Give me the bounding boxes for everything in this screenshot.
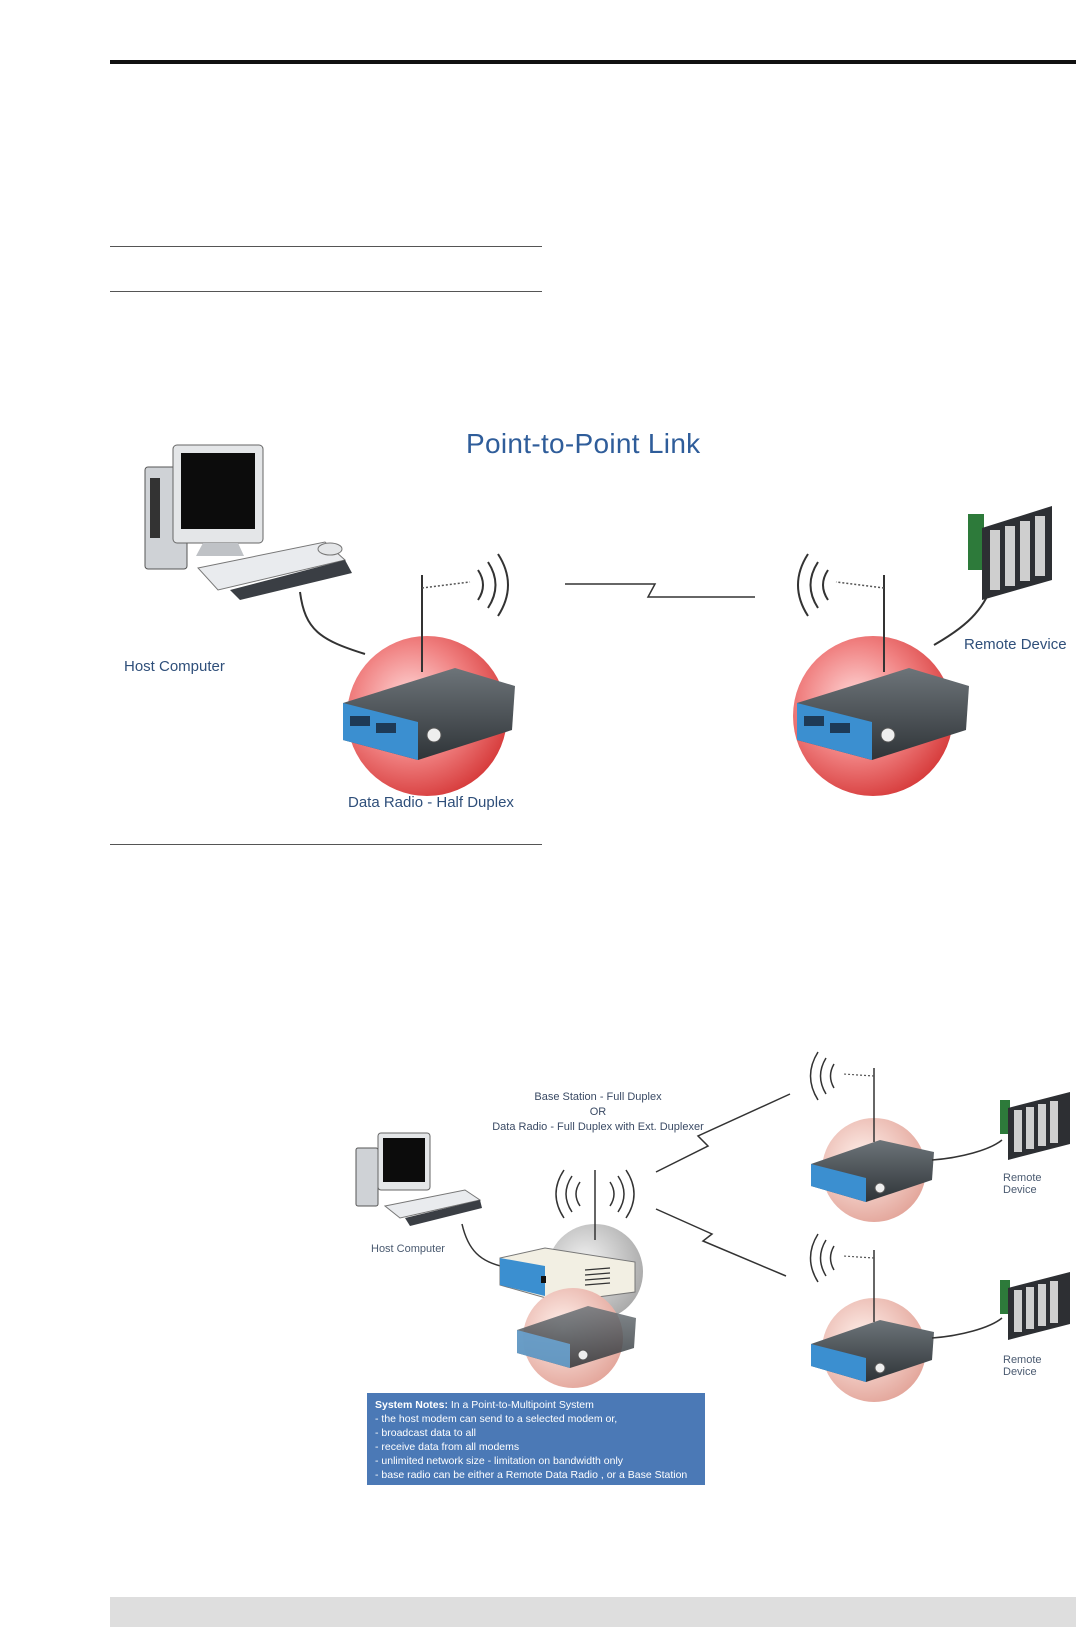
notes-item: - the host modem can send to a selected … (375, 1413, 618, 1425)
notes-intro: In a Point-to-Multipoint System (447, 1399, 594, 1411)
wireless-link-icon-3 (655, 1208, 787, 1277)
remote-radio-icon (793, 553, 991, 796)
base-label-line-3: Data Radio - Full Duplex with Ext. Duple… (492, 1121, 704, 1133)
remote-radio-icon-3 (809, 1233, 1003, 1402)
remote-device-label: Remote Device (964, 636, 1067, 653)
footer-bar (110, 1597, 1076, 1627)
base-station-label: Base Station - Full Duplex OR Data Radio… (482, 1090, 714, 1135)
notes-title: System Notes: (375, 1399, 448, 1411)
remote-device-icon-2 (1000, 1092, 1070, 1160)
host-computer-label-2: Host Computer (371, 1243, 445, 1255)
diagram-title: Point-to-Point Link (466, 428, 701, 459)
section-rule-top (110, 246, 542, 247)
remote-device-icon-3 (1000, 1272, 1070, 1340)
header-rule (110, 60, 1076, 64)
notes-item: - broadcast data to all (375, 1427, 476, 1439)
remote-device-label-2: Remote Device (1003, 1172, 1042, 1196)
base-radio-icon (517, 1288, 636, 1388)
notes-item: - receive data from all modems (375, 1441, 520, 1453)
radio-label: Data Radio - Half Duplex (348, 794, 514, 811)
base-label-line-2: OR (589, 1106, 607, 1118)
wireless-link-icon (565, 583, 755, 598)
base-label-line-1: Base Station - Full Duplex (534, 1091, 662, 1103)
notes-item: - unlimited network size - limitation on… (375, 1455, 624, 1467)
remote-device-icon (968, 506, 1052, 600)
notes-item: - base radio can be either a Remote Data… (375, 1469, 688, 1481)
remote-radio-icon-2 (809, 1051, 1003, 1222)
system-notes-box: System Notes: In a Point-to-Multipoint S… (367, 1393, 705, 1485)
host-computer-icon-2 (355, 1132, 506, 1268)
notes-heading: System Notes: In a Point-to-Multipoint S… (375, 1398, 697, 1412)
section-rule-bottom (110, 291, 542, 292)
remote-device-label-3: Remote Device (1003, 1354, 1042, 1378)
figure-rule (110, 844, 542, 845)
host-radio-icon (343, 553, 515, 796)
host-computer-icon (144, 444, 366, 655)
wireless-link-icon-2 (655, 1093, 791, 1173)
host-computer-label: Host Computer (124, 658, 225, 675)
